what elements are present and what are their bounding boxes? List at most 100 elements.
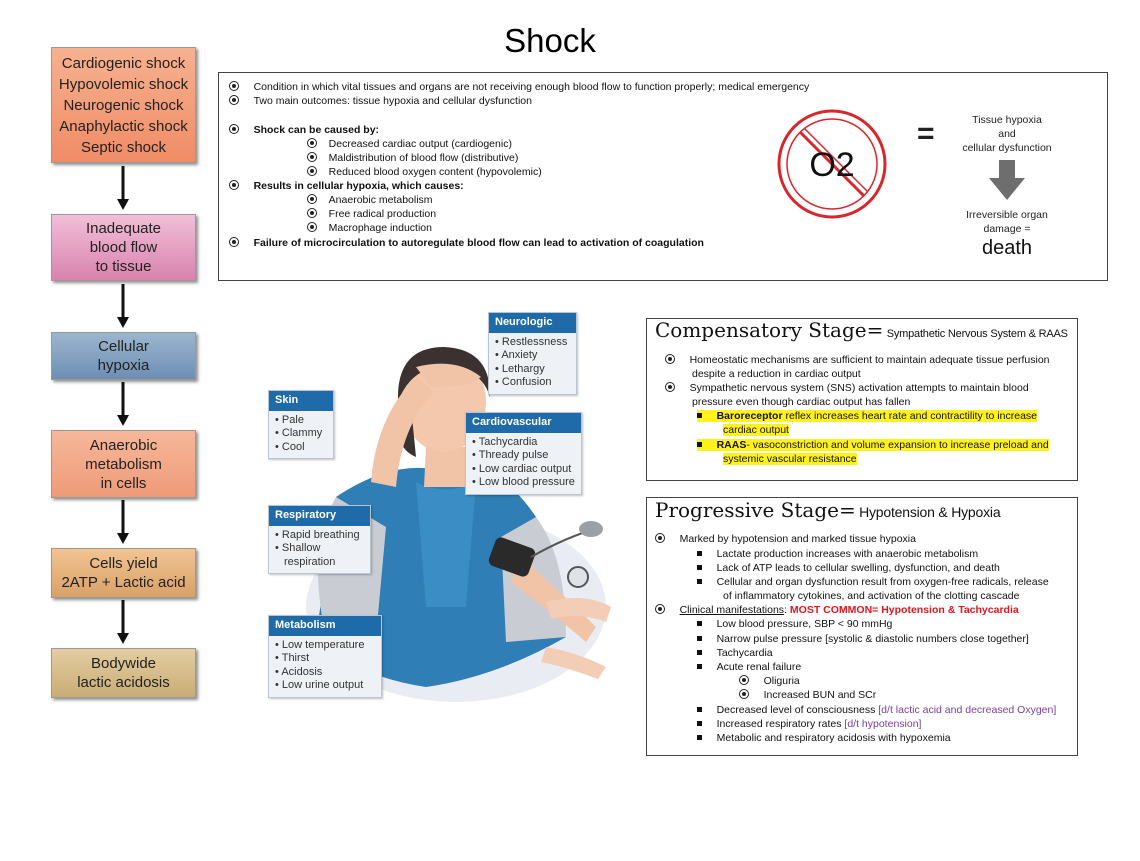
comp-bullet: Homeostatic mechanisms are sufficient to… (665, 353, 1050, 367)
square-bullet-icon (697, 442, 702, 447)
baroreceptor-item-cont: cardiac output (723, 423, 789, 437)
bullet-icon (665, 354, 675, 364)
item-text: - vasoconstriction and volume expansion … (746, 439, 1049, 451)
down-arrow-icon (115, 166, 131, 211)
cause-item: Decreased cardiac output (cardiogenic) (307, 137, 512, 151)
cause-text: Reduced blood oxygen content (hypovolemi… (328, 166, 542, 178)
flow-text: in cells (100, 474, 147, 492)
most-common-text: MOST COMMON= Hypotension & Tachycardia (789, 604, 1019, 616)
item-text: Lactate production increases with anaero… (716, 548, 979, 560)
colon-text: : (784, 604, 790, 616)
bullet-text: pressure even though cardiac output has … (692, 396, 911, 408)
item-text: reflex increases heart rate and contract… (782, 410, 1038, 422)
compensatory-stage-box: Compensatory Stage= Sympathetic Nervous … (646, 318, 1078, 481)
item-text: Increased respiratory rates (716, 718, 845, 730)
neurologic-panel: Neurologic Restlessness Anxiety Lethargy… (488, 312, 577, 395)
renal-sub-item: Increased BUN and SCr (739, 688, 876, 702)
square-bullet-icon (697, 650, 702, 655)
outcome-text: Tissue hypoxia and cellular dysfunction (948, 113, 1066, 155)
bullet-text: Sympathetic nervous system (SNS) activat… (689, 382, 1029, 394)
item-text: cardiac output (723, 424, 789, 436)
overview-box: Condition in which vital tissues and org… (218, 72, 1108, 281)
cause-text: Maldistribution of blood flow (distribut… (328, 152, 519, 164)
panel-title: Cardiovascular (466, 413, 581, 433)
panel-title: Skin (269, 391, 333, 411)
note-text: [d/t hypotension] (844, 718, 922, 730)
item-text: Acute renal failure (716, 661, 802, 673)
bullet-icon (739, 675, 749, 685)
bullet-icon (229, 180, 239, 190)
stage-title: Progressive Stage= (655, 498, 856, 522)
page-title: Shock (504, 22, 596, 59)
panel-title: Metabolism (269, 616, 381, 636)
cause-text: Decreased cardiac output (cardiogenic) (328, 138, 512, 150)
symptom-item: Shallow (275, 542, 364, 556)
bullet-icon (307, 222, 317, 232)
causes-heading: Shock can be caused by: (253, 124, 380, 136)
result-item: Macrophage induction (307, 221, 432, 235)
down-arrow-icon (115, 284, 131, 329)
square-bullet-icon (697, 707, 702, 712)
result-item: Free radical production (307, 207, 436, 221)
death-label: death (981, 237, 1033, 259)
square-bullet-icon (697, 621, 702, 626)
skin-panel: Skin Pale Clammy Cool (268, 390, 334, 459)
result-text: Macrophage induction (328, 222, 432, 234)
renal-sub-item: Oliguria (739, 674, 800, 688)
overview-bullet: Condition in which vital tissues and org… (229, 80, 809, 94)
overview-bullet: Failure of microcirculation to autoregul… (229, 236, 704, 250)
square-bullet-icon (697, 721, 702, 726)
bullet-icon (307, 208, 317, 218)
bullet-icon (665, 382, 675, 392)
bullet-icon (229, 81, 239, 91)
prog-sub-item: Lactate production increases with anaero… (697, 547, 978, 561)
flow-text: lactic acidosis (77, 674, 170, 691)
item-text: systemic vascular resistance (723, 453, 857, 465)
shock-type-label: Neurogenic shock (63, 96, 184, 114)
flow-text: Cellular (98, 338, 149, 355)
bold-term: RAAS (716, 439, 747, 451)
symptom-item: Pale (275, 414, 327, 428)
down-arrow-icon (115, 500, 131, 545)
prog-sub-item: Cellular and organ dysfunction result fr… (697, 575, 1049, 589)
cause-item: Maldistribution of blood flow (distribut… (307, 151, 518, 165)
flow-text: Inadequate (85, 220, 162, 237)
symptom-item: Acidosis (275, 666, 375, 680)
shock-type-label: Septic shock (80, 138, 167, 156)
flow-text: Cells yield (89, 555, 158, 572)
metabolism-panel: Metabolism Low temperature Thirst Acidos… (268, 615, 382, 698)
prog-bullet: Marked by hypotension and marked tissue … (655, 532, 916, 546)
shock-type-label: Hypovolemic shock (58, 75, 189, 93)
comp-bullet: Sympathetic nervous system (SNS) activat… (665, 381, 1029, 395)
failure-text: Failure of microcirculation to autoregul… (253, 237, 704, 249)
bullet-icon (307, 194, 317, 204)
bullet-text: Marked by hypotension and marked tissue … (679, 533, 916, 545)
progressive-heading: Progressive Stage= Hypotension & Hypoxia (655, 500, 1001, 521)
outcome-line: and (998, 128, 1016, 140)
symptom-item: Confusion (495, 376, 570, 390)
no-oxygen-icon: O2 (774, 108, 890, 229)
symptom-item: Thirst (275, 652, 375, 666)
symptom-item: Rapid breathing (275, 529, 364, 543)
flow-text: hypoxia (97, 357, 150, 374)
symptom-item: Clammy (275, 427, 327, 441)
square-bullet-icon (697, 664, 702, 669)
overview-text: Two main outcomes: tissue hypoxia and ce… (253, 95, 532, 107)
down-arrow-icon (115, 600, 131, 645)
grey-down-arrow-icon (989, 160, 1025, 207)
progressive-stage-box: Progressive Stage= Hypotension & Hypoxia… (646, 497, 1078, 756)
flow-text: Anaerobic (89, 436, 158, 454)
panel-title: Respiratory (269, 506, 370, 526)
bullet-icon (739, 689, 749, 699)
symptom-item: Lethargy (495, 363, 570, 377)
result-item: Anaerobic metabolism (307, 193, 433, 207)
bullet-text: despite a reduction in cardiac output (692, 368, 861, 380)
panel-title: Neurologic (489, 313, 576, 333)
item-text: Narrow pulse pressure [systolic & diasto… (716, 633, 1029, 645)
result-text: Free radical production (328, 208, 437, 220)
manifestation-item: Metabolic and respiratory acidosis with … (697, 731, 951, 745)
item-text: Decreased level of consciousness (716, 704, 879, 716)
bullet-text: Homeostatic mechanisms are sufficient to… (689, 354, 1050, 366)
manifestation-item: Decreased level of consciousness [d/t la… (697, 703, 1056, 717)
lactic-acidosis-box: Bodywide lactic acidosis (51, 648, 196, 698)
